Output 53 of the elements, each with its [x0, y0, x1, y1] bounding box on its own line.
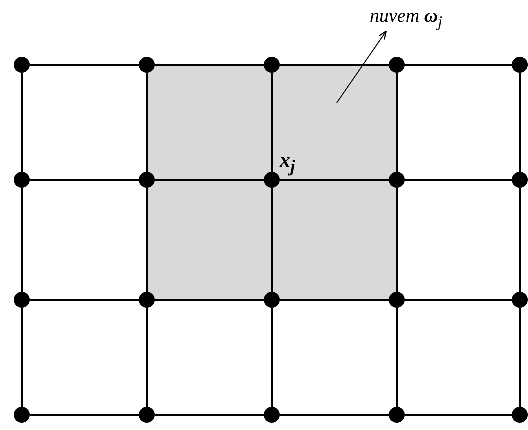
mesh-point [389, 57, 405, 73]
mesh-point [139, 57, 155, 73]
mesh-point [512, 407, 528, 423]
mesh-line [280, 414, 389, 416]
mesh-line [405, 179, 512, 181]
mesh-line [146, 188, 148, 292]
mesh-point [264, 292, 280, 308]
mesh-point [14, 57, 30, 73]
mesh-line [405, 299, 512, 301]
mesh-line [405, 64, 512, 66]
mesh-point [14, 172, 30, 188]
mesh-line [21, 308, 23, 407]
point-label: x$_{j}$ [280, 148, 296, 178]
mesh-point [264, 57, 280, 73]
mesh-point [14, 292, 30, 308]
mesh-line [280, 299, 389, 301]
mesh-line [396, 73, 398, 172]
mesh-line [30, 299, 139, 301]
mesh-line [396, 308, 398, 407]
mesh-point [389, 172, 405, 188]
mesh-line [396, 188, 398, 292]
mesh-point [139, 292, 155, 308]
mesh-line [146, 73, 148, 172]
mesh-line [21, 73, 23, 172]
mesh-point [512, 57, 528, 73]
leader-line [336, 30, 388, 104]
mesh-line [155, 179, 264, 181]
mesh-line [405, 414, 512, 416]
mesh-line [519, 73, 521, 172]
mesh-line [155, 299, 264, 301]
mesh-line [519, 188, 521, 292]
mesh-line [146, 308, 148, 407]
mesh-point [512, 172, 528, 188]
mesh-line [30, 414, 139, 416]
mesh-line [271, 73, 273, 172]
mesh-line [280, 64, 389, 66]
mesh-line [155, 64, 264, 66]
mesh-line [30, 64, 139, 66]
mesh-line [155, 414, 264, 416]
mesh-point [139, 407, 155, 423]
mesh-line [30, 179, 139, 181]
mesh-point [14, 407, 30, 423]
mesh-line [519, 308, 521, 407]
mesh-point [264, 407, 280, 423]
mesh-point [512, 292, 528, 308]
mesh-point [139, 172, 155, 188]
mesh-point [389, 407, 405, 423]
mesh-line [271, 188, 273, 292]
mesh-line [271, 308, 273, 407]
mesh-point [389, 292, 405, 308]
cloud-label: nuvem ω$_{j}$ [370, 6, 442, 32]
mesh-line [21, 188, 23, 292]
mesh-line [280, 179, 389, 181]
